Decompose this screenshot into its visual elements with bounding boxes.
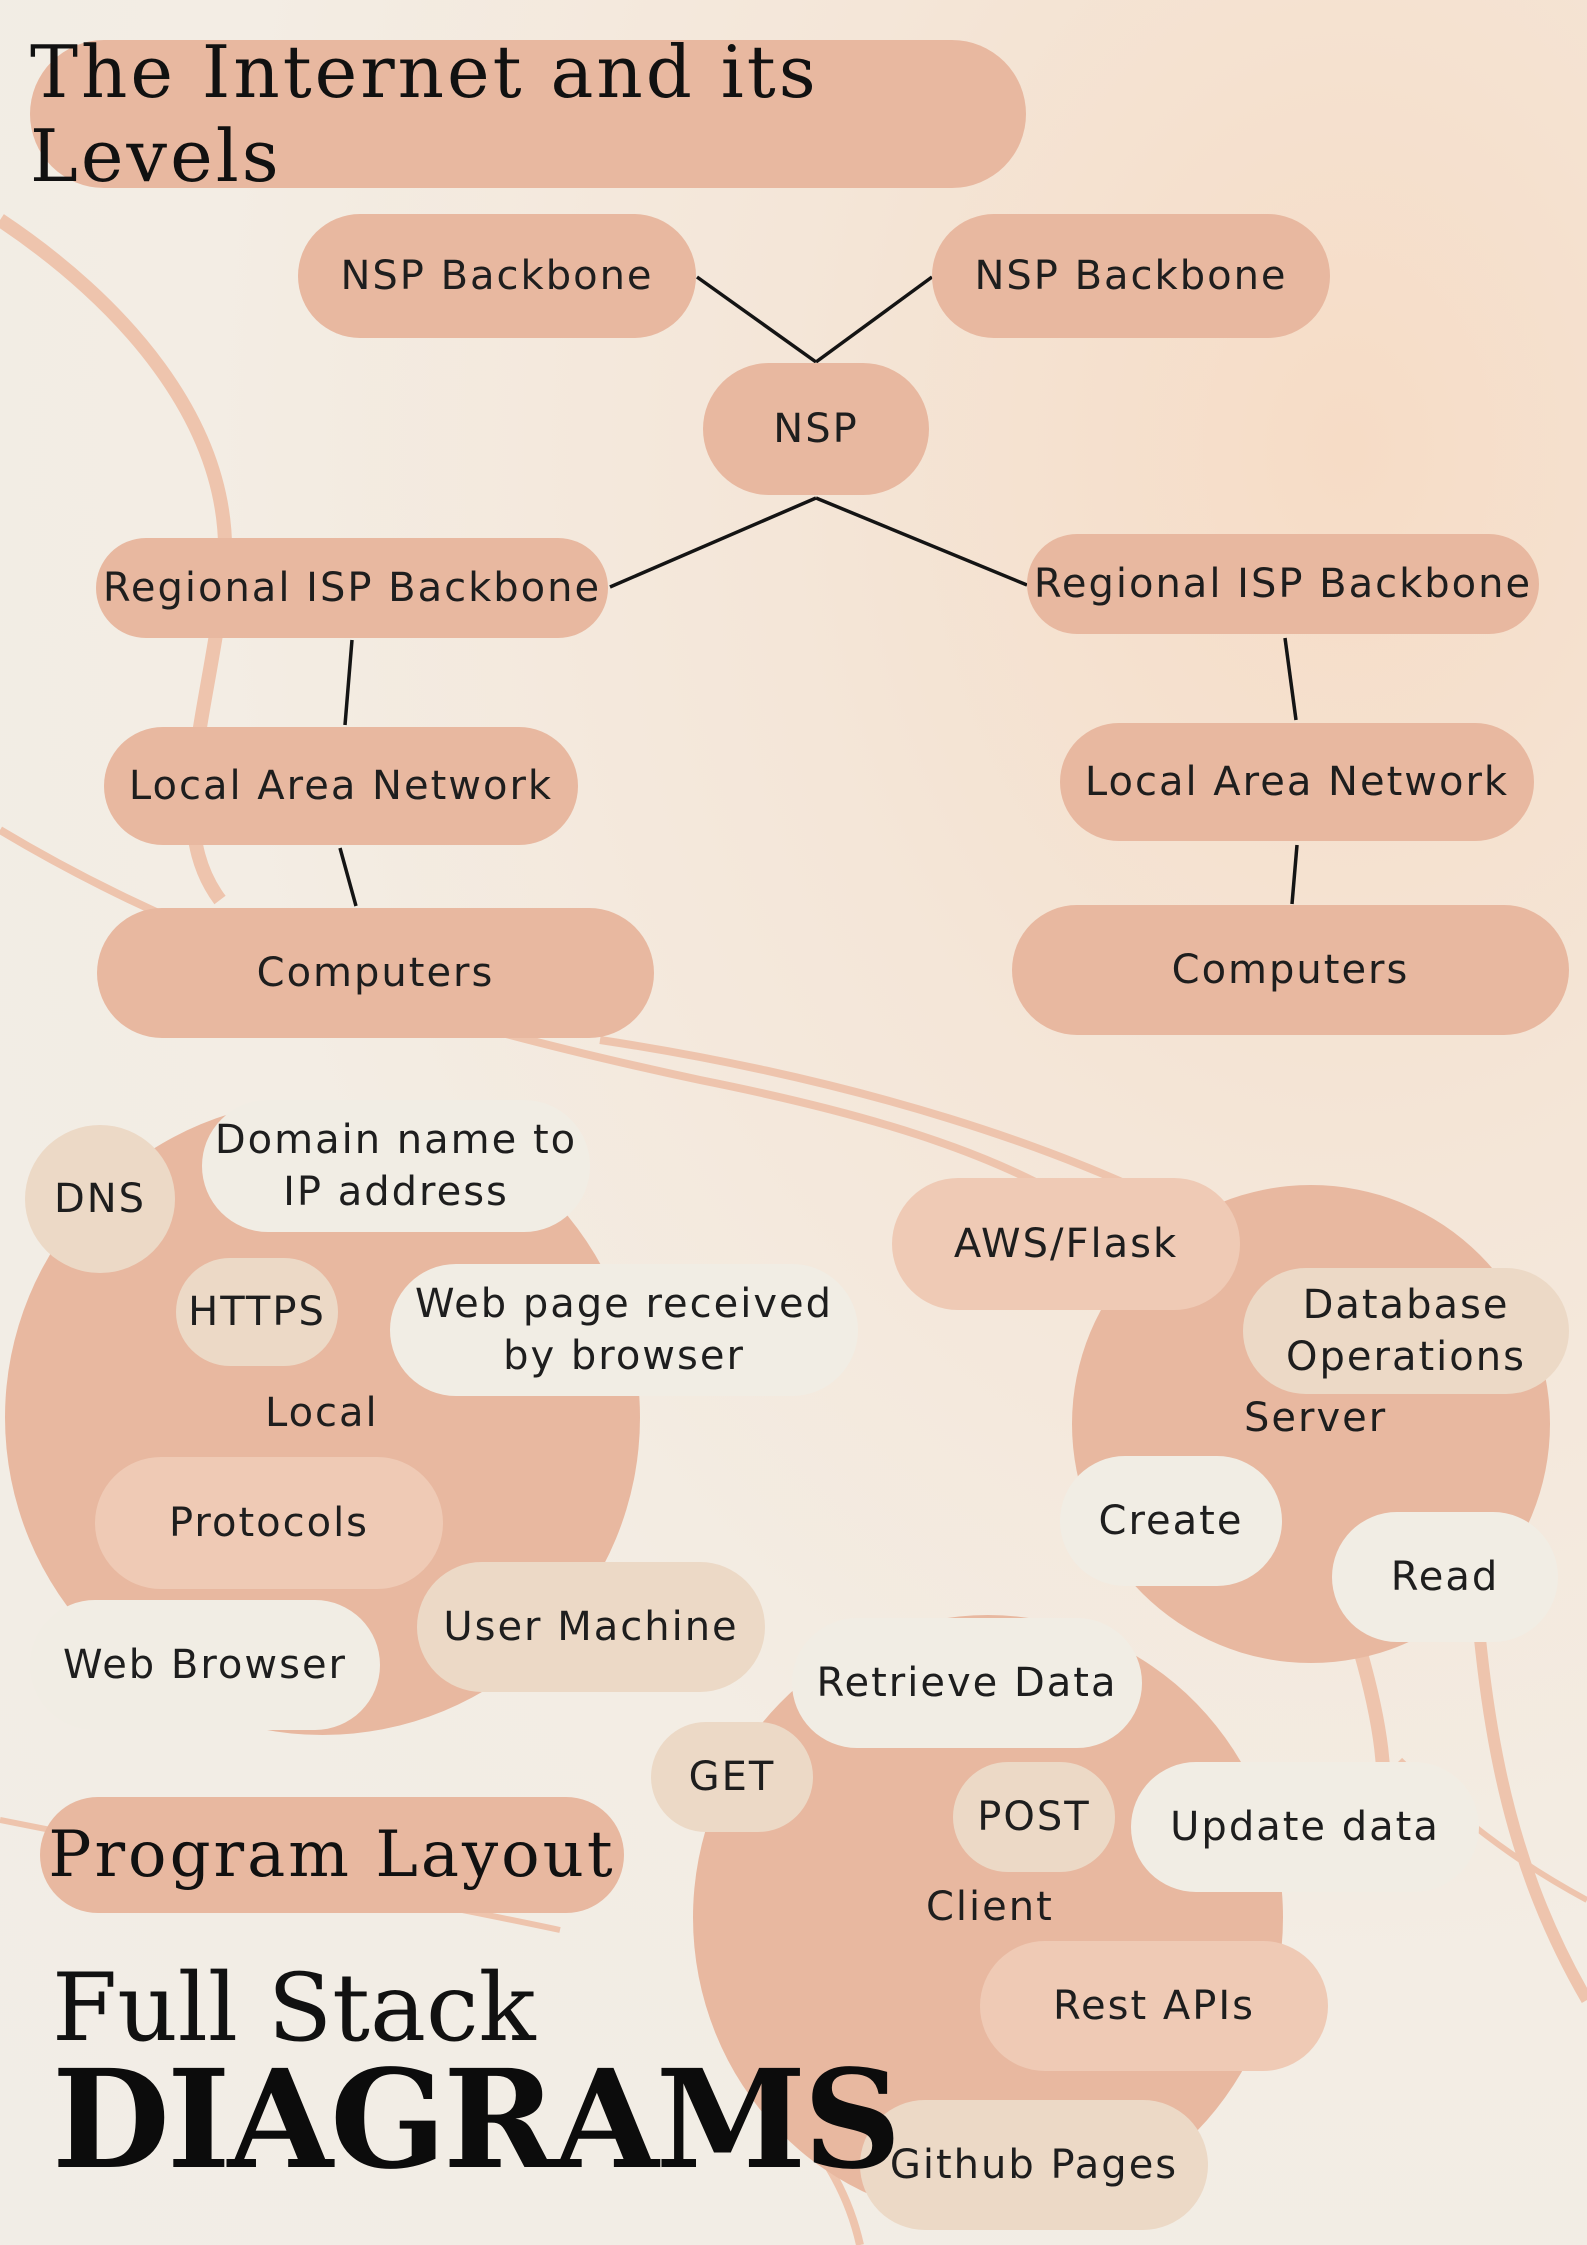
dns-node: DNS <box>25 1125 175 1273</box>
retrieve-data-node: Retrieve Data <box>792 1618 1142 1748</box>
user-machine-node: User Machine <box>417 1562 765 1692</box>
connector-line <box>338 847 358 907</box>
read-node: Read <box>1332 1512 1558 1642</box>
regional-isp-backbone-left: Regional ISP Backbone <box>96 538 608 638</box>
get-node: GET <box>651 1722 813 1832</box>
nsp-backbone-right: NSP Backbone <box>932 214 1330 338</box>
post-node: POST <box>953 1762 1115 1872</box>
https-node: HTTPS <box>176 1258 338 1366</box>
local-area-network-right: Local Area Network <box>1060 723 1534 841</box>
update-data-node: Update data <box>1131 1762 1479 1892</box>
connector-line <box>1290 844 1299 905</box>
domain-name-node: Domain name to IP address <box>202 1100 590 1232</box>
connector-line <box>814 275 934 364</box>
footer-line1: Full Stack <box>52 1954 536 2063</box>
connector-line <box>1283 637 1298 721</box>
aws-flask-node: AWS/Flask <box>892 1178 1240 1310</box>
web-browser-node: Web Browser <box>30 1600 380 1730</box>
local-area-network-left: Local Area Network <box>104 727 578 845</box>
create-node: Create <box>1060 1456 1282 1586</box>
footer-line2: DIAGRAMS <box>52 2040 902 2200</box>
connector-line <box>343 639 354 726</box>
connector-line <box>609 496 817 589</box>
github-pages-node: Github Pages <box>860 2100 1208 2230</box>
program-layout-title: Program Layout <box>40 1797 624 1913</box>
connector-line <box>695 275 818 364</box>
database-operations-node: Database Operations <box>1243 1268 1569 1394</box>
page-title: The Internet and its Levels <box>30 30 1026 198</box>
computers-right: Computers <box>1012 905 1569 1035</box>
regional-isp-backbone-right: Regional ISP Backbone <box>1027 534 1539 634</box>
connector-line <box>815 496 1028 587</box>
rest-apis-node: Rest APIs <box>980 1941 1328 2071</box>
nsp-backbone-left: NSP Backbone <box>298 214 696 338</box>
computers-left: Computers <box>97 908 654 1038</box>
page-title-text: The Internet and its Levels <box>30 30 819 198</box>
protocols-node: Protocols <box>95 1457 443 1589</box>
local-label: Local <box>265 1390 379 1436</box>
client-label: Client <box>926 1884 1054 1930</box>
nsp-node: NSP <box>703 363 929 495</box>
server-label: Server <box>1244 1395 1388 1441</box>
program-layout-text: Program Layout <box>48 1818 616 1892</box>
web-page-received-node: Web page received by browser <box>390 1264 858 1396</box>
